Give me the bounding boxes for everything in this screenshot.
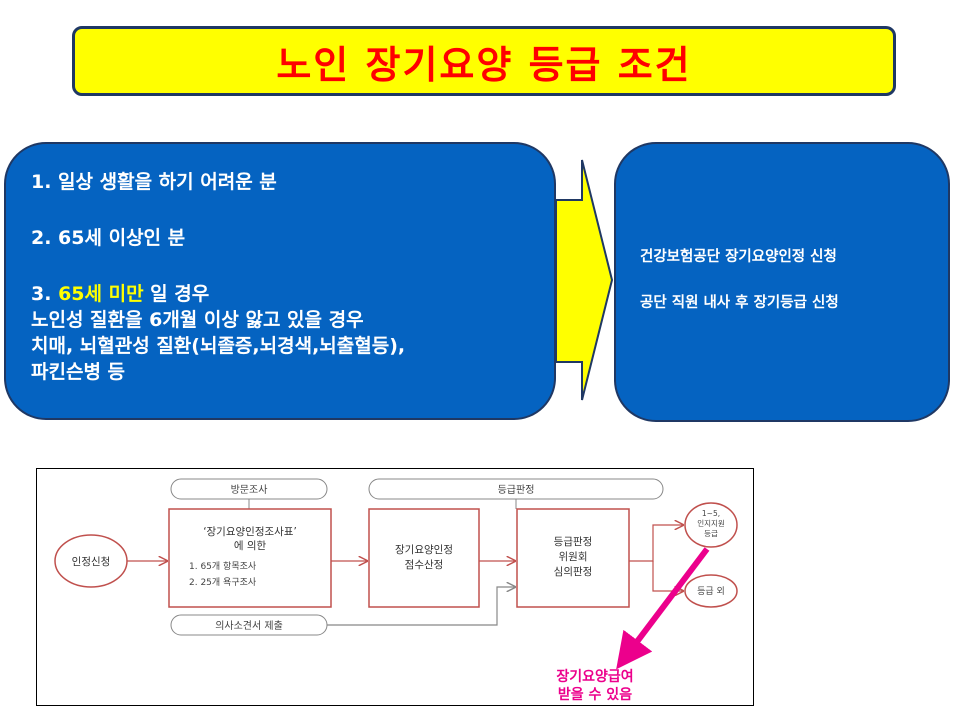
score-label-1: 장기요양인정	[395, 544, 453, 556]
condition-item-3: 3. 65세 미만 일 경우	[31, 281, 554, 307]
yellow-arrow-shape	[555, 159, 614, 401]
procedure-line-2: 공단 직원 내사 후 장기등급 신청	[640, 295, 839, 311]
survey-item-2: 2. 25개 욕구조사	[189, 577, 257, 588]
condition-item-3-line2: 노인성 질환을 6개월 이상 앓고 있을 경우	[31, 309, 364, 331]
condition-item-3-line3: 치매, 뇌혈관성 질환(뇌졸증,뇌경색,뇌출혈등),	[31, 335, 406, 357]
committee-label-1: 등급판정	[554, 536, 593, 548]
title-banner: 노인 장기요양 등급 조건	[72, 26, 896, 96]
result-grade-label-3: 등급	[704, 529, 718, 538]
result-outside-label: 등급 외	[697, 585, 725, 597]
score-box	[368, 508, 480, 608]
pill-visit-label: 방문조사	[231, 484, 268, 496]
survey-box	[168, 508, 332, 608]
arrow-to-grade	[629, 525, 683, 562]
condition-item-3-prefix: 3.	[31, 283, 59, 305]
callout-arrow	[616, 547, 710, 670]
committee-label-2: 위원회	[559, 550, 588, 563]
pill-grade-label: 등급판정	[498, 484, 535, 496]
result-grade-label-2: 인지지원	[697, 518, 725, 528]
survey-item-1: 1. 65개 항목조사	[189, 561, 257, 572]
pill-doctor-label: 의사소견서 제출	[215, 620, 283, 632]
flowchart-diagram: 방문조사 등급판정 인정신청 ‘장기요양인정조사표’ 에 의한 1. 65개 항…	[54, 478, 738, 703]
condition-item-1: 1. 일상 생활을 하기 어려운 분	[31, 171, 277, 193]
procedure-line-1: 건강보험공단 장기요양인정 신청	[640, 249, 837, 265]
page-title: 노인 장기요양 등급 조건	[276, 42, 692, 87]
result-grade-label-1: 1~5,	[702, 509, 720, 518]
callout-label-1: 장기요양급여	[556, 668, 633, 685]
arrow-doctor-to-committee	[327, 587, 515, 626]
condition-item-3-highlight: 65세 미만	[58, 283, 144, 305]
committee-label-3: 심의판정	[554, 566, 593, 578]
start-node-label: 인정신청	[72, 556, 111, 568]
survey-title-1: ‘장기요양인정조사표’	[203, 526, 297, 538]
callout-label-2: 받을 수 있음	[558, 686, 632, 703]
procedure-box: 건강보험공단 장기요양인정 신청 공단 직원 내사 후 장기등급 신청	[614, 142, 950, 422]
conditions-box: 1. 일상 생활을 하기 어려운 분 2. 65세 이상인 분 3. 65세 미…	[4, 142, 556, 420]
survey-title-2: 에 의한	[234, 540, 267, 552]
result-node-outside	[684, 574, 738, 608]
committee-box	[516, 508, 630, 608]
score-label-2: 점수산정	[405, 559, 444, 571]
condition-item-3-line4: 파킨슨병 등	[31, 361, 126, 383]
condition-item-3-suffix: 일 경우	[143, 283, 210, 305]
result-node-grade	[684, 502, 738, 548]
condition-item-2: 2. 65세 이상인 분	[31, 227, 186, 249]
flowchart-image: 방문조사 등급판정 인정신청 ‘장기요양인정조사표’ 에 의한 1. 65개 항…	[36, 468, 754, 706]
